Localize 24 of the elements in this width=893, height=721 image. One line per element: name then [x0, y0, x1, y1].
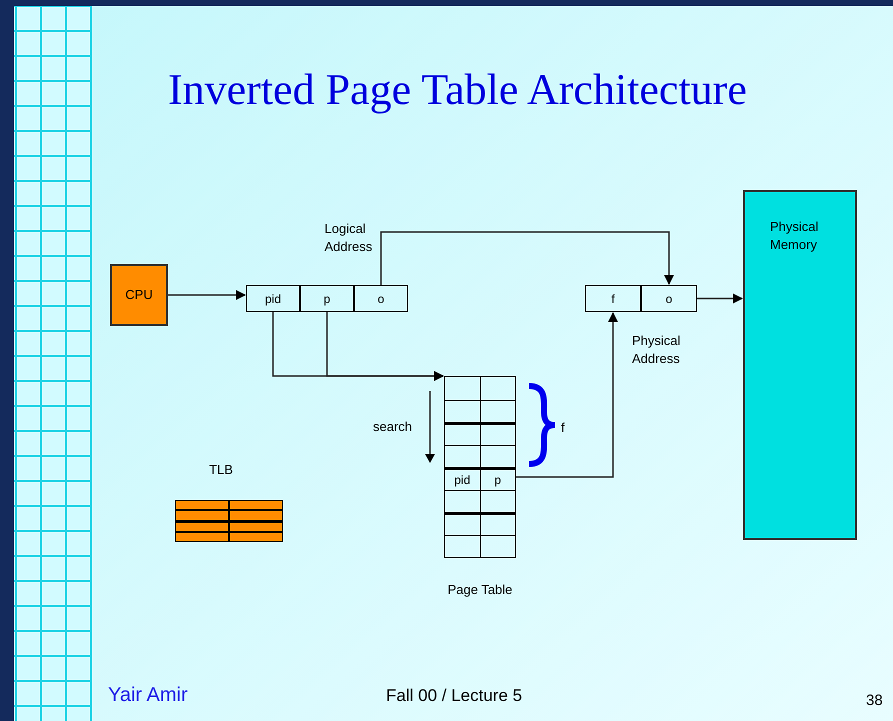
footer-text: Fall 00 / Lecture 5 — [386, 685, 522, 707]
table-caption: Page Table — [448, 581, 512, 599]
search-label: search — [373, 418, 412, 436]
brace-label: f — [561, 419, 565, 437]
arrow — [697, 294, 743, 304]
arrow — [380, 231, 674, 285]
address-field: o — [641, 285, 697, 312]
register-label: Physical Address — [632, 332, 682, 368]
arrow — [326, 312, 444, 381]
cpu-box: CPU — [110, 264, 168, 326]
table-cell: pid — [445, 470, 480, 490]
tlb-label: TLB — [209, 462, 233, 478]
address-field: pid — [246, 285, 300, 312]
arrow — [168, 290, 246, 300]
address-field: f — [585, 285, 641, 312]
table-cell: p — [480, 470, 515, 490]
memory-block: Physical Memory — [743, 190, 857, 540]
arrow — [516, 312, 618, 478]
slide-number: 38 — [866, 691, 883, 711]
slide-title: Inverted Page Table Architecture — [168, 64, 747, 116]
address-field: p — [300, 285, 354, 312]
address-field: o — [354, 285, 408, 312]
author-name: Yair Amir — [108, 683, 188, 708]
register-label: Logical Address — [324, 220, 374, 256]
